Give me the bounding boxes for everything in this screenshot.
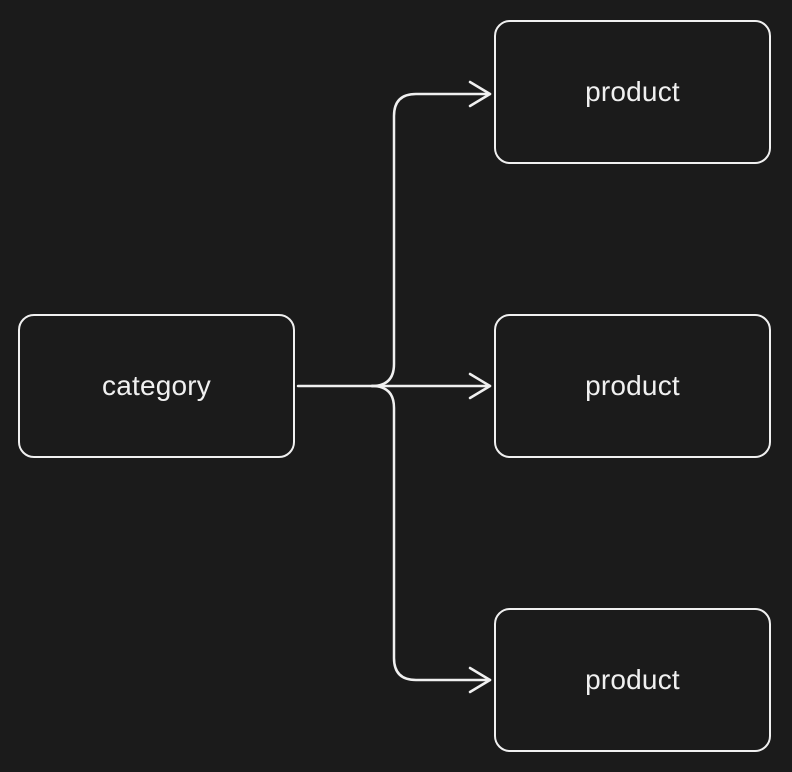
- arrowhead-product-1: [468, 80, 492, 108]
- connector-to-product-1: [370, 92, 492, 388]
- arrowhead-product-2: [468, 372, 492, 400]
- product-node-3[interactable]: product: [494, 608, 771, 752]
- product-node-1-label: product: [585, 76, 680, 107]
- category-node[interactable]: category: [18, 314, 295, 458]
- connector-to-product-3: [370, 384, 492, 682]
- category-node-label: category: [102, 370, 211, 401]
- product-node-2-label: product: [585, 370, 680, 401]
- product-node-3-label: product: [585, 664, 680, 695]
- product-node-2[interactable]: product: [494, 314, 771, 458]
- product-node-1[interactable]: product: [494, 20, 771, 164]
- arrowhead-product-3: [468, 666, 492, 694]
